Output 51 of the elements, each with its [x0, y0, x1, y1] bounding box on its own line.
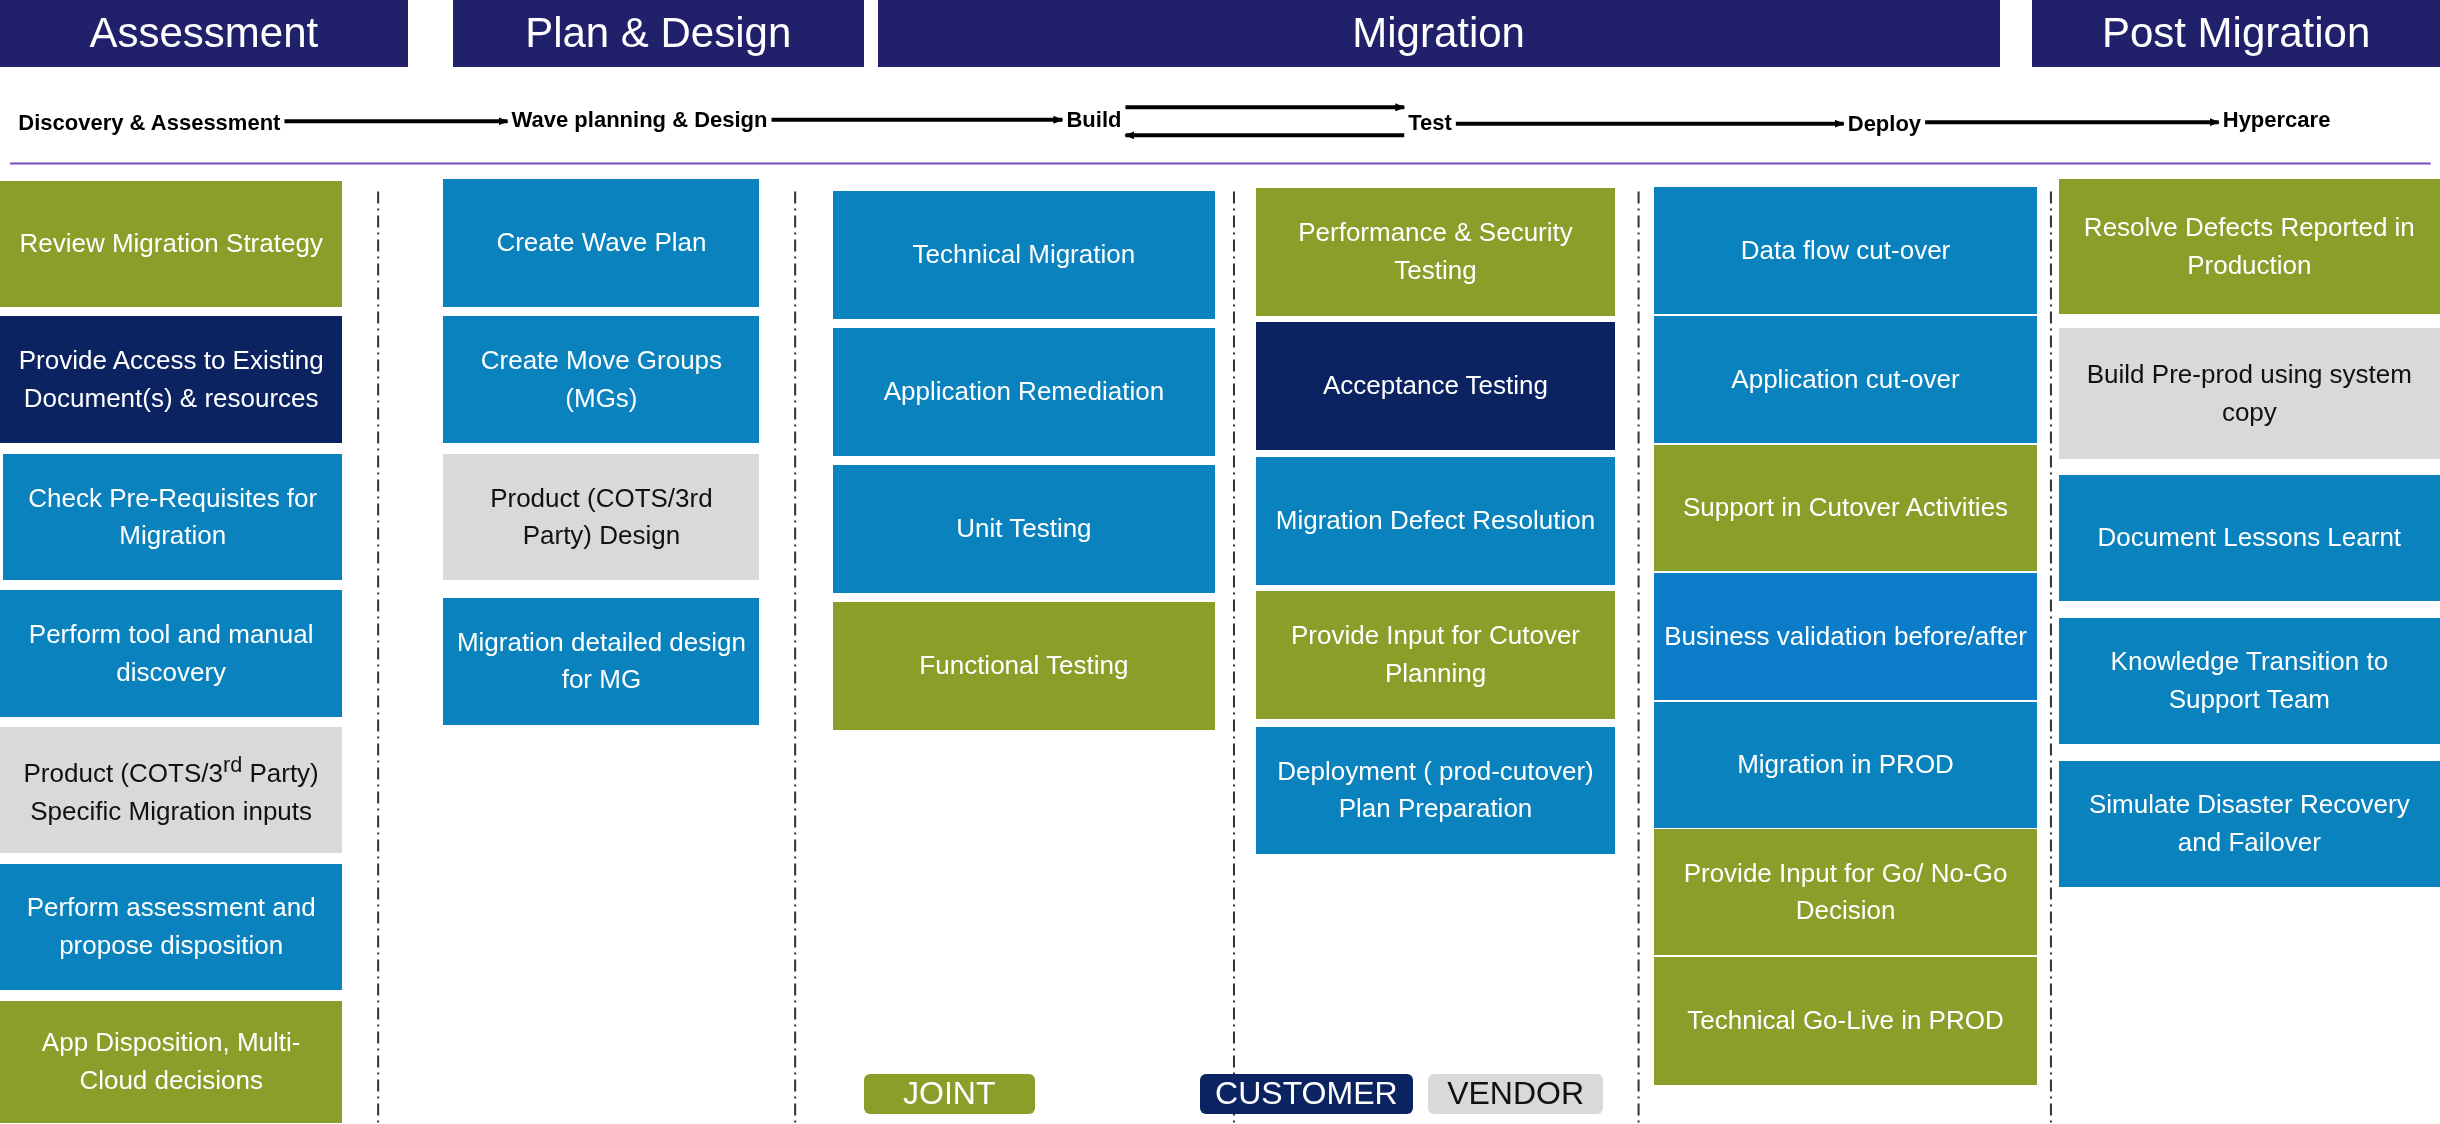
arrow — [284, 117, 509, 126]
step-label: Deploy — [1847, 111, 1922, 138]
task-box: Migration in PROD — [1654, 701, 2037, 828]
task-box: Deployment ( prod-cutover) Plan Preparation — [1255, 726, 1616, 855]
arrow — [1124, 131, 1405, 140]
step-label: Build — [1066, 106, 1122, 133]
legend-label: CUSTOMER — [1199, 1073, 1413, 1115]
task-box: Product (COTS/3$^{rd}$ Party) Specific Migration inputs — [0, 726, 343, 853]
task-box: Product (COTS/3rd Party) Design — [443, 454, 760, 581]
task-box: Business validation before/after — [1654, 572, 2037, 701]
task-box: Create Wave Plan — [443, 178, 760, 307]
task-box: Performance & Security Testing — [1255, 188, 1616, 316]
step-label: Discovery & Assessment — [18, 109, 281, 136]
legend-label: JOINT — [863, 1073, 1035, 1115]
step-label: Wave planning & Design — [511, 106, 768, 133]
task-box: Build Pre-prod using system copy — [2058, 328, 2440, 460]
arrow — [1125, 103, 1406, 112]
task-box: Check Pre-Requisites for Migration — [3, 454, 343, 581]
task-box: Acceptance Testing — [1255, 322, 1616, 450]
arrow — [1455, 119, 1845, 128]
task-box: Provide Input for Go/ No-Go Decision — [1654, 829, 2037, 956]
task-box: Perform tool and manual discovery — [0, 589, 343, 718]
arrow — [1925, 118, 2220, 127]
arrow — [771, 115, 1064, 124]
phase-header: Plan & Design — [452, 0, 864, 67]
task-box: Resolve Defects Reported in Production — [2058, 178, 2440, 315]
task-box: Technical Migration — [832, 191, 1216, 319]
task-box: Migration detailed design for MG — [443, 597, 760, 726]
task-box: Support in Cutover Activities — [1654, 445, 2037, 572]
task-box: Provide Access to Existing Document(s) & resources — [0, 315, 343, 444]
task-box: Unit Testing — [832, 465, 1216, 593]
task-box: App Disposition, Multi-Cloud decisions — [0, 1000, 343, 1124]
task-box: Perform assessment and propose disposition — [0, 863, 343, 990]
task-box: Knowledge Transition to Support Team — [2058, 617, 2440, 744]
phase-header: Migration — [877, 0, 2000, 67]
step-label: Test — [1408, 109, 1452, 136]
task-box: Provide Input for Cutover Planning — [1255, 591, 1616, 719]
task-box: Document Lessons Learnt — [2058, 474, 2440, 601]
task-box: Create Move Groups (MGs) — [443, 315, 760, 444]
step-label: Hypercare — [2222, 106, 2331, 133]
phase-header: Post Migration — [2032, 0, 2440, 67]
phase-header: Assessment — [0, 0, 408, 67]
task-box: Functional Testing — [832, 602, 1216, 730]
task-box: Application cut-over — [1654, 315, 2037, 444]
task-box: Simulate Disaster Recovery and Failover — [2058, 760, 2440, 887]
task-box: Technical Go-Live in PROD — [1654, 957, 2037, 1085]
task-box: Review Migration Strategy — [0, 180, 343, 307]
task-box: Migration Defect Resolution — [1255, 457, 1616, 586]
task-box: Application Remediation — [832, 328, 1216, 456]
task-box: Data flow cut-over — [1654, 186, 2037, 315]
legend-label: VENDOR — [1428, 1073, 1603, 1115]
